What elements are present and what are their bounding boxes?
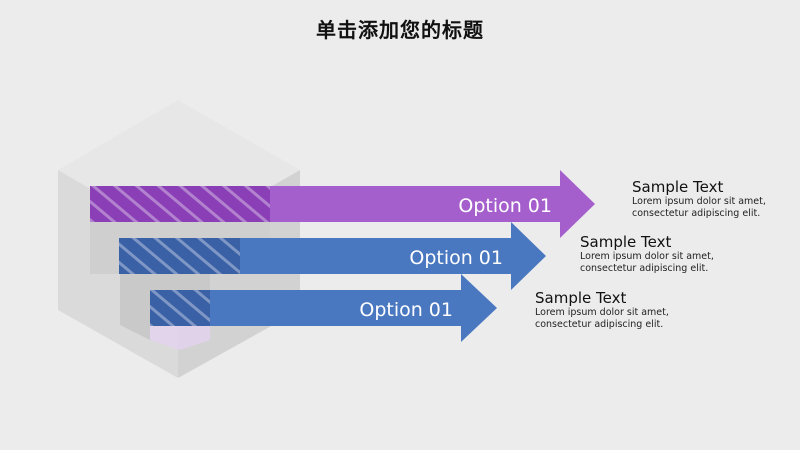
arrow-3-shape: [150, 274, 497, 342]
arrow-3-label: Option 01: [359, 299, 453, 321]
description-2-heading: Sample Text: [580, 233, 672, 251]
description-3-line-2: consectetur adipiscing elit.: [535, 318, 664, 330]
arrow-2: [119, 222, 546, 290]
description-1-heading: Sample Text: [632, 178, 724, 196]
description-3-heading: Sample Text: [535, 289, 627, 307]
description-1-line-1: Lorem ipsum dolor sit amet,: [632, 196, 766, 207]
cube-step-highlight: [150, 326, 210, 350]
description-1-line-2: consectetur adipiscing elit.: [632, 207, 761, 219]
arrow-3: [150, 274, 497, 342]
arrow-2-label: Option 01: [409, 247, 503, 269]
description-2-line-2: consectetur adipiscing elit.: [580, 262, 709, 274]
description-1: Sample Text Lorem ipsum dolor sit amet, …: [632, 178, 766, 219]
description-2: Sample Text Lorem ipsum dolor sit amet, …: [580, 233, 714, 274]
arrow-1-label: Option 01: [458, 195, 552, 217]
arrow-1: [90, 170, 595, 238]
description-3-line-1: Lorem ipsum dolor sit amet,: [535, 307, 669, 318]
description-3: Sample Text Lorem ipsum dolor sit amet, …: [535, 289, 669, 330]
description-2-line-1: Lorem ipsum dolor sit amet,: [580, 251, 714, 262]
slide-title: 单击添加您的标题: [316, 18, 484, 42]
